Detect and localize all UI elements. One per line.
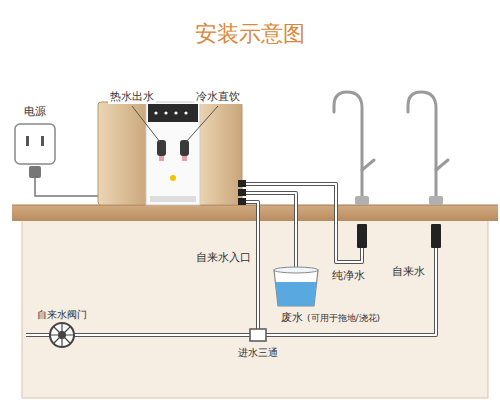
water-pipe [26, 248, 436, 335]
inlet-label: 自来水入口 [194, 251, 253, 264]
waste-bucket [274, 270, 318, 306]
water-purifier [184, 111, 187, 114]
faucet [408, 92, 436, 204]
water-purifier [164, 111, 167, 114]
water-purifier [150, 196, 196, 202]
callout-label: 热水出水 [108, 90, 156, 103]
power-socket [35, 178, 100, 196]
pure-water-label: 纯净水 [330, 269, 367, 282]
power-socket [15, 124, 100, 196]
pipe-connector [431, 224, 441, 248]
power-socket [26, 136, 29, 146]
water-purifier [198, 102, 242, 205]
cabinet [22, 220, 488, 398]
water-pipe [26, 248, 436, 335]
water-pipe [242, 202, 258, 335]
water-purifier [170, 175, 176, 181]
faucet [436, 160, 448, 170]
leader-line [186, 106, 218, 142]
valve-symbol [50, 323, 74, 347]
pipe-connector [238, 180, 246, 187]
leader-line [132, 106, 160, 142]
tee-label: 进水三通 [236, 347, 280, 359]
power-socket [41, 136, 44, 146]
power-socket [15, 124, 55, 164]
tap-water-label: 自来水 [390, 265, 427, 278]
water-purifier [146, 102, 200, 205]
pipe-connector [238, 198, 246, 205]
valve-symbol [51, 324, 73, 346]
countertop [12, 205, 498, 221]
waste-bucket [274, 267, 318, 306]
waste-water-label: 废水 [279, 311, 305, 324]
leader-line [132, 106, 218, 142]
water-purifier [148, 104, 198, 122]
power-socket [29, 166, 41, 178]
cabinet [22, 220, 488, 398]
countertop [12, 205, 498, 221]
water-purifier [157, 140, 166, 156]
water-purifier [174, 111, 177, 114]
callout-label: 冷水直饮 [194, 90, 242, 103]
waste-bucket [276, 282, 317, 306]
waste-bucket [274, 267, 318, 273]
power-label: 电源 [22, 105, 48, 118]
faucet [362, 160, 374, 170]
faucet-base [355, 196, 369, 205]
pipe-connector [238, 189, 246, 196]
water-purifier [180, 140, 189, 156]
water-purifier [154, 111, 157, 114]
valve-label: 自来水阀门 [35, 309, 89, 321]
pipe-connector [238, 180, 441, 341]
countertop [12, 205, 498, 206]
faucet [334, 92, 448, 204]
pipe-connector [357, 224, 367, 248]
water-purifier [159, 156, 164, 161]
water-pipe [26, 184, 436, 335]
water-purifier [98, 102, 242, 205]
faucet [334, 92, 362, 204]
water-pipe [242, 202, 258, 335]
faucet-base [355, 196, 443, 205]
diagram-title: 安装示意图 [193, 21, 307, 47]
pipe-connector [250, 329, 266, 341]
faucet-base [429, 196, 443, 205]
water-purifier [182, 156, 187, 161]
waste-note: (可用于拖地/浇花) [305, 313, 382, 324]
valve-symbol [50, 323, 74, 347]
